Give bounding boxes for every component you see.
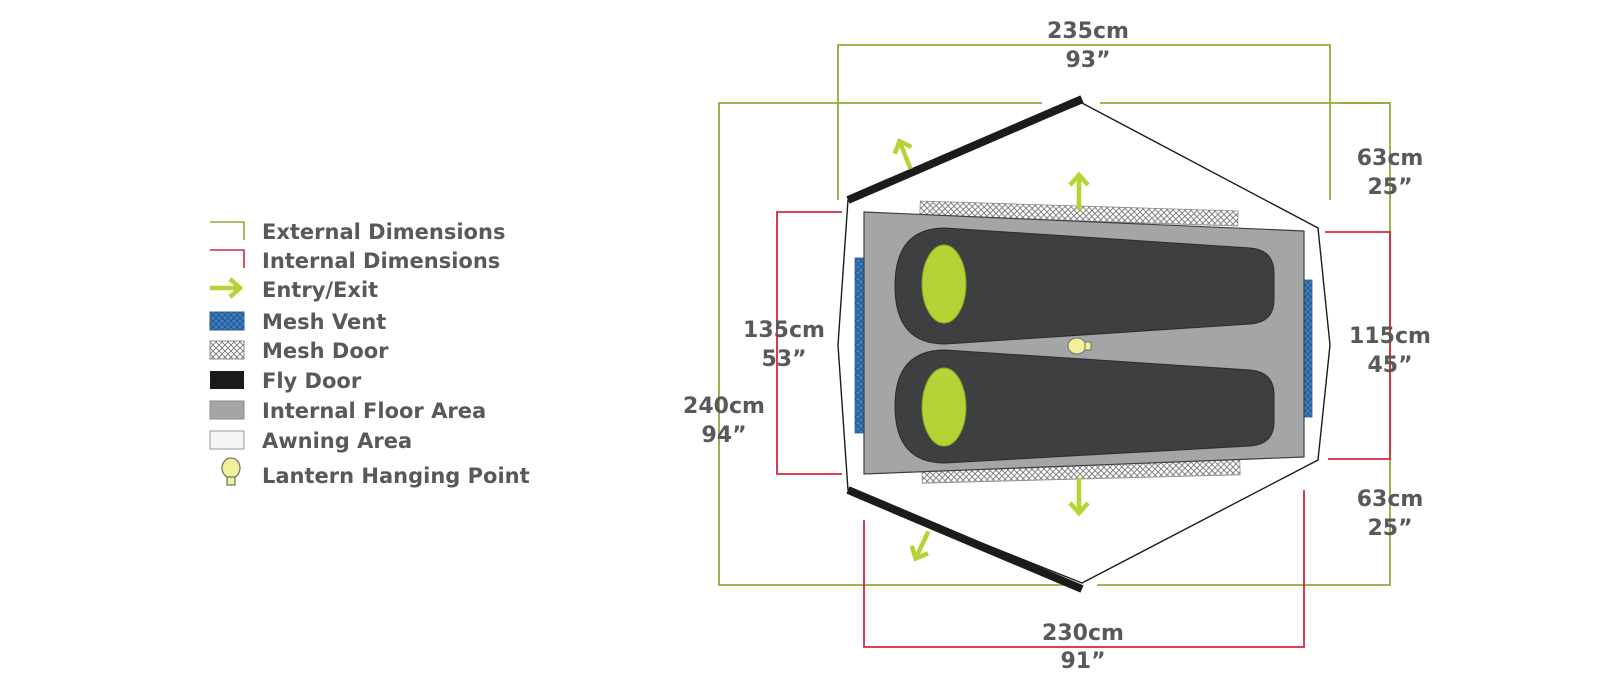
legend-item-lantern-hanging-point: Lantern Hanging Point <box>221 457 530 488</box>
right-internal-dimension: 115cm 45” <box>1349 324 1431 378</box>
legend-label: Lantern Hanging Point <box>262 464 530 488</box>
left-external-dimension-line <box>718 102 1070 586</box>
fly-door-bottom <box>846 486 1084 593</box>
right-bottom-external-dimension: 63cm 25” <box>1357 487 1424 541</box>
legend-item-internal-dimensions: Internal Dimensions <box>210 249 500 273</box>
sleeping-bag-bottom <box>894 349 1275 464</box>
mesh-door-swatch <box>209 340 245 360</box>
entry-arrow-icon <box>909 530 931 562</box>
legend-label: Mesh Door <box>262 339 389 363</box>
right-top-external-dimension: 63cm 25” <box>1357 146 1424 200</box>
sleeping-bag-face-bottom <box>921 367 967 447</box>
entry-exit-arrows <box>892 137 1090 562</box>
legend-label: Awning Area <box>262 429 412 453</box>
dimension-imperial: 53” <box>761 347 806 372</box>
mesh-vent-swatch <box>209 311 245 331</box>
dimension-imperial: 25” <box>1367 516 1412 541</box>
dimension-imperial: 93” <box>1065 48 1110 73</box>
entry-arrow-icon <box>1068 478 1090 517</box>
dimension-metric: 115cm <box>1349 324 1431 349</box>
top-external-dimension-line <box>837 44 1331 200</box>
awning-area-swatch <box>209 430 245 450</box>
dimension-metric: 240cm <box>683 394 765 419</box>
dimension-metric: 63cm <box>1357 487 1424 512</box>
bottom-internal-dimension: 230cm 91” <box>1042 621 1124 674</box>
entry-arrow-icon <box>892 137 913 170</box>
legend-label: Entry/Exit <box>262 278 378 302</box>
internal-dimension-lines <box>776 211 1391 648</box>
legend-item-internal-floor-area: Internal Floor Area <box>209 399 486 423</box>
dimension-imperial: 45” <box>1367 353 1412 378</box>
legend-label: Fly Door <box>262 369 362 393</box>
fly-door-swatch <box>210 371 244 389</box>
legend-item-external-dimensions: External Dimensions <box>210 220 505 244</box>
left-internal-dimension-line <box>776 211 842 475</box>
dimension-imperial: 91” <box>1060 649 1105 674</box>
sleeping-bag-top <box>894 227 1275 345</box>
dimension-metric: 63cm <box>1357 146 1424 171</box>
dimension-imperial: 25” <box>1367 175 1412 200</box>
dimension-metric: 230cm <box>1042 621 1124 646</box>
left-internal-dimension: 135cm 53” <box>743 318 825 372</box>
entry-arrow-icon <box>210 277 244 299</box>
sleeping-bag-face-top <box>921 244 967 324</box>
bottom-internal-dimension-line <box>863 490 1305 648</box>
legend-item-awning-area: Awning Area <box>209 429 412 453</box>
entry-arrow-icon <box>1068 171 1090 210</box>
legend-label: Mesh Vent <box>262 310 386 334</box>
internal-dimension-swatch <box>210 249 245 268</box>
legend-label: External Dimensions <box>262 220 505 244</box>
legend-label: Internal Floor Area <box>262 399 486 423</box>
floor-area-swatch <box>209 400 245 420</box>
lantern-bulb-icon <box>221 457 241 486</box>
legend-item-fly-door: Fly Door <box>210 369 362 393</box>
legend-label: Internal Dimensions <box>262 249 500 273</box>
dimension-metric: 235cm <box>1047 19 1129 44</box>
lantern-hanging-point-icon <box>1067 337 1092 355</box>
legend: External Dimensions Internal Dimensions … <box>209 220 530 488</box>
left-external-dimension: 240cm 94” <box>683 394 765 448</box>
top-external-dimension: 235cm 93” <box>1047 19 1129 73</box>
dimension-metric: 135cm <box>743 318 825 343</box>
right-internal-dimension-line <box>1325 231 1391 460</box>
legend-item-entry-exit: Entry/Exit <box>210 277 378 302</box>
legend-item-mesh-door: Mesh Door <box>209 339 389 363</box>
legend-item-mesh-vent: Mesh Vent <box>209 310 386 334</box>
fly-door-top <box>846 95 1084 204</box>
dimension-imperial: 94” <box>701 423 746 448</box>
tent <box>837 95 1331 593</box>
dimension-labels: 235cm 93” 63cm 25” 115cm 45” 63cm 25” 13… <box>683 19 1431 674</box>
mesh-vent-left <box>854 257 865 434</box>
external-dimension-swatch <box>210 221 245 240</box>
